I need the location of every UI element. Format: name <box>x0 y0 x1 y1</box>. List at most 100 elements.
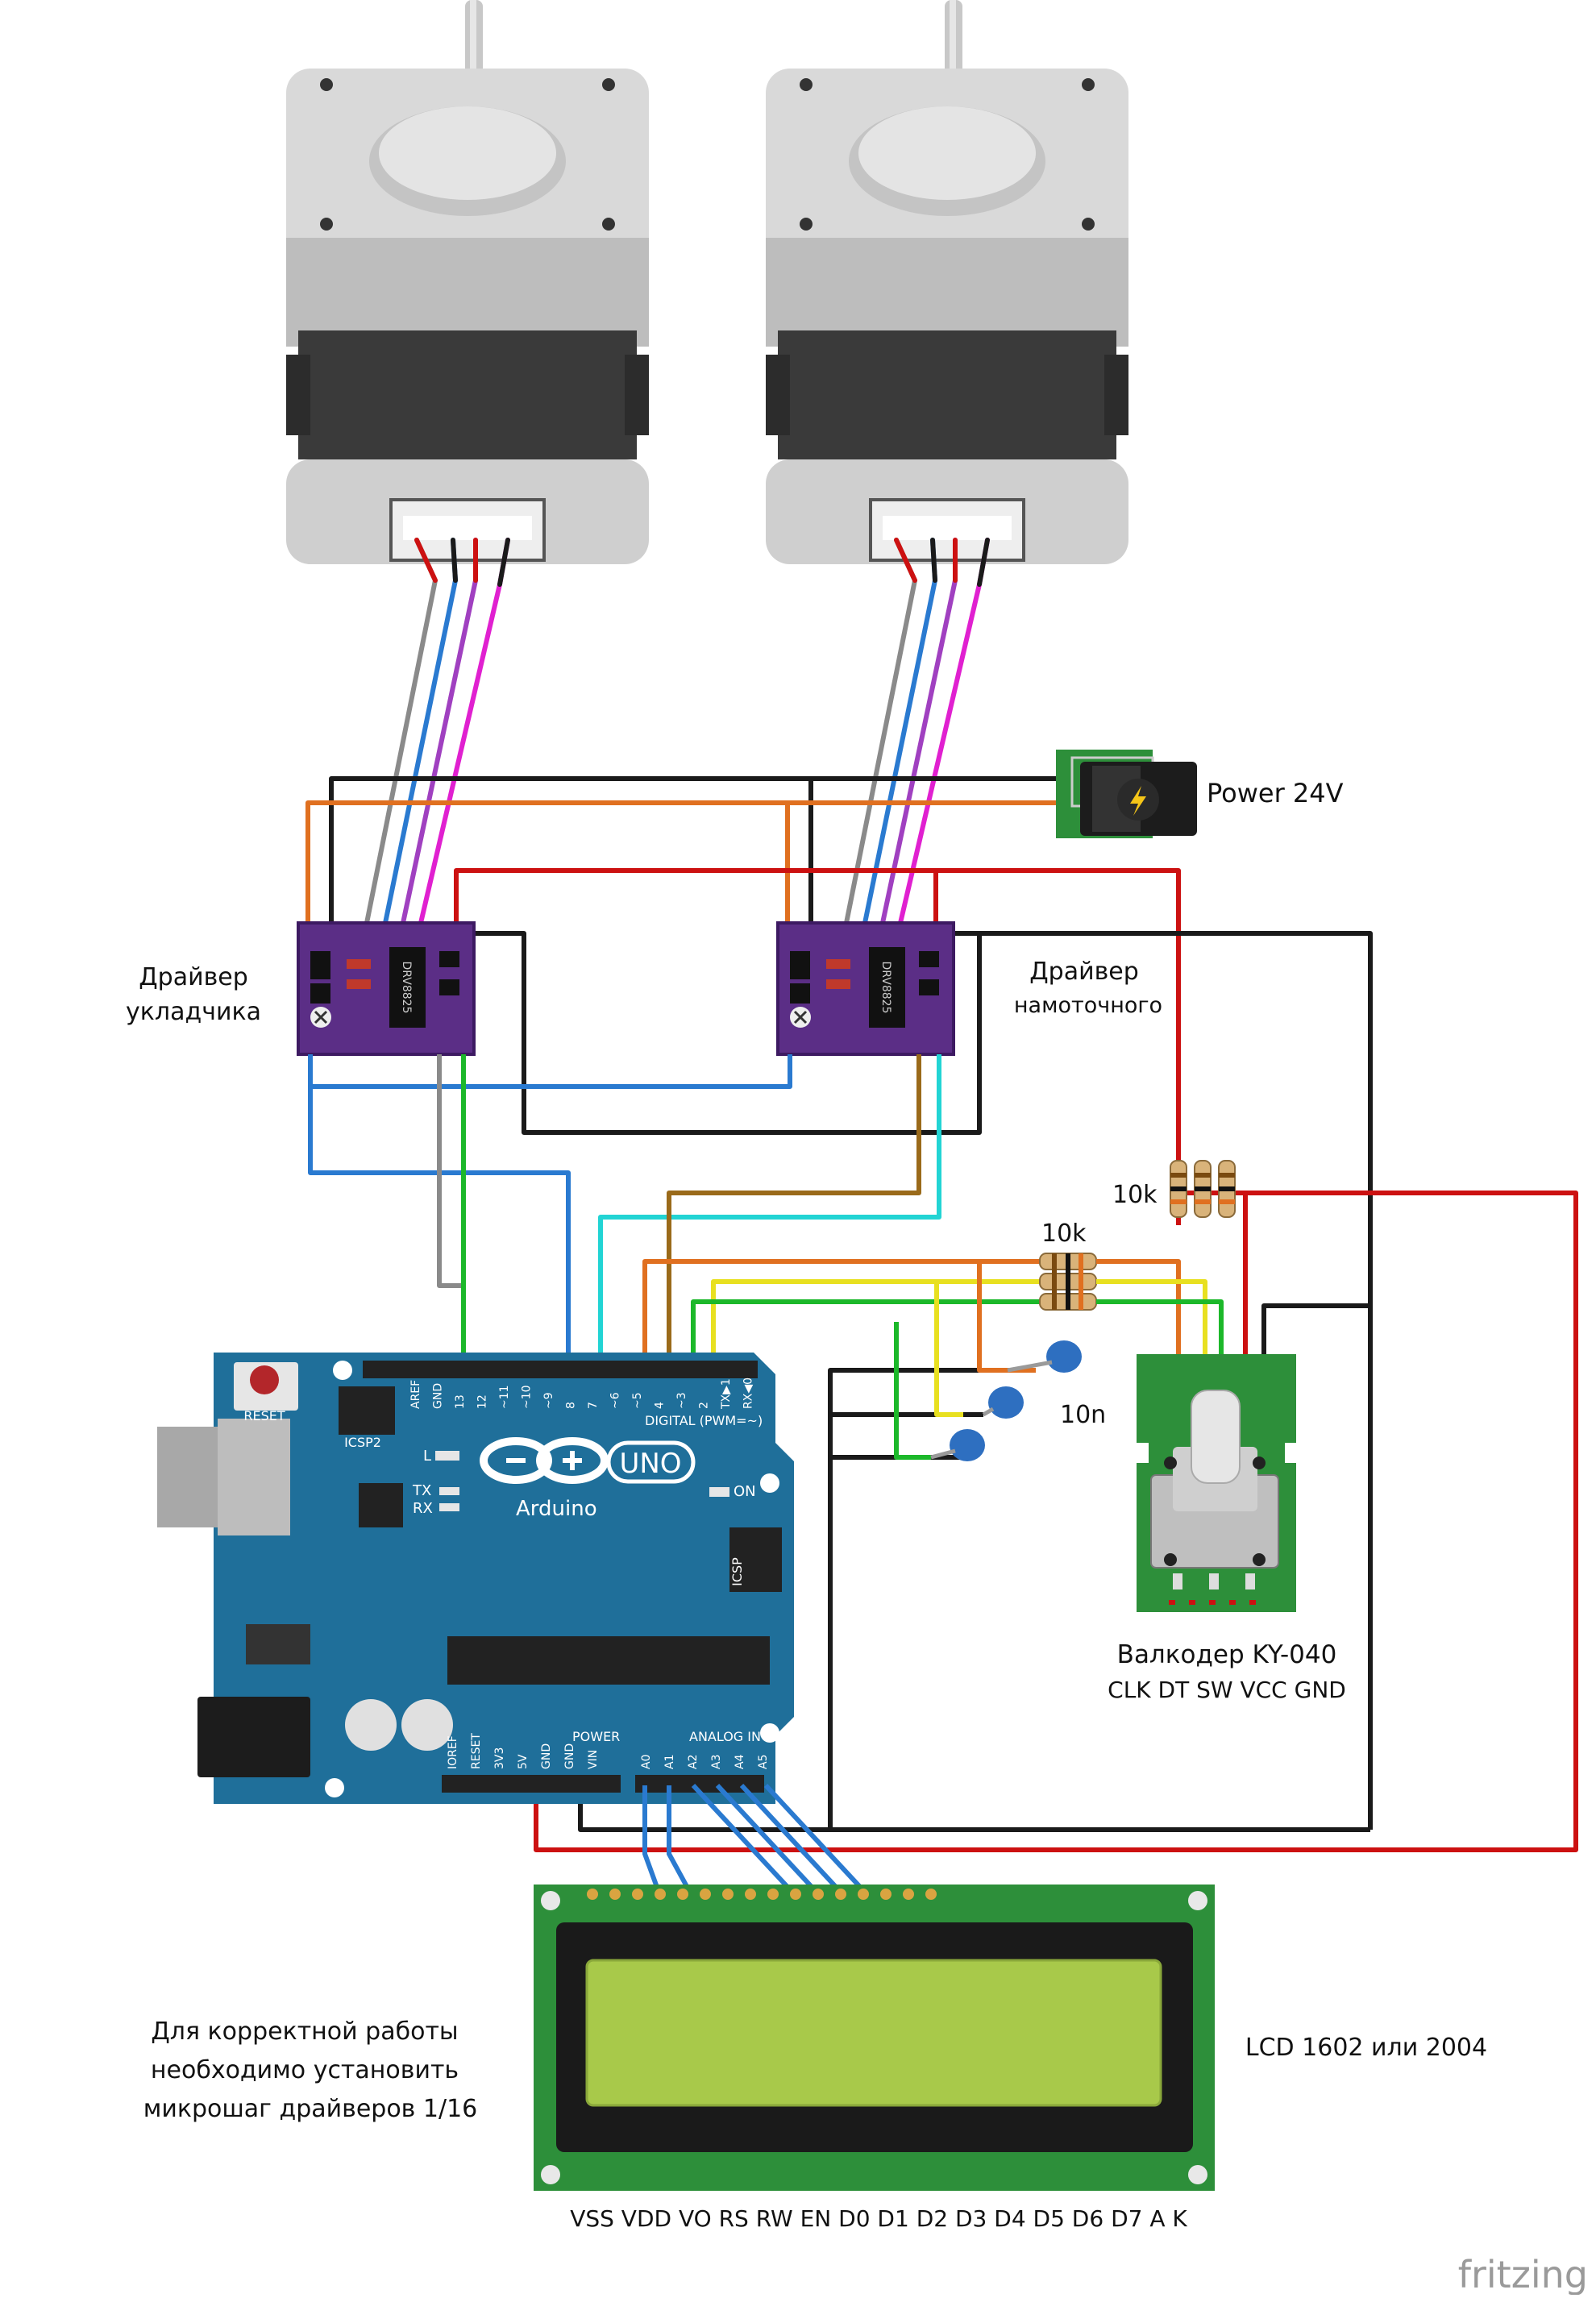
note-line1: Для корректной работы <box>151 2018 458 2046</box>
arduino-power-pin-label-5: GND <box>563 1743 576 1769</box>
lcd-name-label: LCD 1602 или 2004 <box>1245 2034 1487 2062</box>
arduino-top-pin-label-4: ~11 <box>498 1385 511 1409</box>
resistors-vertical <box>1170 1160 1236 1218</box>
arduino-top-pin-label-9: ~6 <box>609 1392 622 1409</box>
arduino-top-pin-label-0: AREF <box>409 1380 422 1409</box>
lcd-pin-6 <box>722 1889 734 1900</box>
lcd-pin-15 <box>925 1889 937 1900</box>
arduino-power-pin-label-6: VIN <box>587 1750 600 1769</box>
encoder-board <box>1137 1354 1297 1612</box>
motor-wires-left <box>364 538 510 925</box>
reset-button-icon <box>250 1365 279 1394</box>
power-jack <box>1056 750 1197 838</box>
arduino-top-pin-label-10: ~5 <box>631 1392 644 1409</box>
arduino-labels: RESET ICSP2 DIGITAL (PWM=~) ANALOG IN PO… <box>243 1378 770 1769</box>
resistor-top-label: 10k <box>1112 1181 1158 1209</box>
arduino-top-pin-label-14: TX▶1 <box>720 1378 733 1410</box>
lcd-pins-label: VSS VDD VO RS RW EN D0 D1 D2 D3 D4 D5 D6… <box>570 2205 1187 2232</box>
arduino-power-label: POWER <box>572 1729 620 1744</box>
lcd-pin-4 <box>677 1889 688 1900</box>
note-line2: необходимо установить <box>151 2056 459 2084</box>
lcd-wires <box>642 1783 873 1901</box>
lcd-module <box>534 1885 1215 2191</box>
resistors-horizontal <box>1039 1253 1097 1311</box>
arduino-logo-text: Arduino <box>516 1497 597 1521</box>
driver-left-chip-label: DRV8825 <box>400 962 413 1014</box>
encoder-pins-label: CLK DT SW VCC GND <box>1108 1677 1346 1703</box>
lcd-pin-0 <box>587 1889 598 1900</box>
arduino-top-pin-label-12: ~3 <box>675 1392 688 1409</box>
note-line3: микрошаг драйверов 1/16 <box>143 2095 478 2123</box>
arduino-icsp-label: ICSP <box>729 1557 745 1586</box>
power-bolt-icon <box>1130 786 1146 816</box>
arduino-analog-pin-labels: A0 A1 A2 A3 A4 A5 <box>640 1754 770 1769</box>
fritzing-brand: fritzing <box>1458 2253 1588 2295</box>
arduino-top-pin-label-8: 7 <box>587 1402 600 1409</box>
arduino-analog-pin-label-4: A4 <box>734 1754 746 1769</box>
arduino-uno <box>157 1353 794 1804</box>
arduino-top-pin-label-15: RX◀0 <box>742 1378 755 1409</box>
driver-right-chip-label: DRV8825 <box>879 962 892 1014</box>
lcd-pin-3 <box>655 1889 666 1900</box>
lcd-pin-7 <box>745 1889 756 1900</box>
arduino-power-pin-labels: IOREF RESET 3V3 5V GND GND VIN <box>447 1733 600 1769</box>
capacitors <box>930 1340 1082 1461</box>
arduino-analog-pin-label-0: A0 <box>640 1755 653 1769</box>
arduino-icsp2-label: ICSP2 <box>344 1435 381 1450</box>
arduino-power-pin-label-4: GND <box>540 1743 553 1769</box>
lcd-pin-14 <box>903 1889 914 1900</box>
driver-left-label-line2: укладчика <box>126 998 261 1026</box>
arduino-top-pin-label-1: GND <box>432 1383 445 1409</box>
arduino-reset-label: RESET <box>243 1408 285 1423</box>
arduino-power-pin-label-3: 5V <box>517 1754 530 1769</box>
arduino-rx-label: RX <box>413 1500 433 1517</box>
lcd-pin-2 <box>632 1889 643 1900</box>
encoder-name-label: Валкодер KY-040 <box>1117 1640 1337 1669</box>
arduino-digital-label: DIGITAL (PWM=~) <box>645 1413 763 1428</box>
arduino-top-pin-label-13: 2 <box>698 1402 711 1409</box>
arduino-top-pin-label-5: ~10 <box>521 1385 534 1409</box>
annotation-labels: Power 24V Драйвер укладчика Драйвер намо… <box>126 778 1588 2296</box>
arduino-analog-pin-label-5: A5 <box>757 1755 770 1769</box>
arduino-top-pin-label-3: 12 <box>476 1394 489 1409</box>
driver-left-label-line1: Драйвер <box>139 963 248 991</box>
arduino-top-pin-labels: AREF GND 13 12 ~11 ~10 ~9 8 7 ~6 ~5 4 ~3 2 TX▶1 RX◀0 <box>409 1378 755 1410</box>
arduino-analog-pin-label-1: A1 <box>663 1755 676 1769</box>
lcd-pin-12 <box>858 1889 869 1900</box>
lcd-pin-5 <box>700 1889 711 1900</box>
motor-wires-right <box>844 538 990 925</box>
lcd-pin-13 <box>880 1889 892 1900</box>
lcd-pin-1 <box>609 1889 621 1900</box>
arduino-on-label: ON <box>734 1483 756 1500</box>
capacitor-label: 10n <box>1060 1401 1106 1429</box>
power-label: Power 24V <box>1207 778 1344 808</box>
driver-left: DRV8825 <box>297 921 476 1056</box>
arduino-model: UNO <box>619 1448 681 1480</box>
resistor-mid-label: 10k <box>1041 1220 1087 1248</box>
arduino-top-pin-label-2: 13 <box>454 1394 467 1409</box>
lcd-pin-11 <box>835 1889 846 1900</box>
arduino-top-pin-label-11: 4 <box>654 1402 667 1409</box>
lcd-pin-header <box>587 1889 937 1900</box>
driver-right-label-line1: Драйвер <box>1029 958 1139 986</box>
arduino-top-pin-label-7: 8 <box>565 1402 578 1409</box>
arduino-analog-pin-label-3: A3 <box>710 1755 723 1769</box>
lcd-pin-8 <box>767 1889 779 1900</box>
arduino-analog-label: ANALOG IN <box>689 1729 761 1744</box>
arduino-analog-pin-label-2: A2 <box>687 1755 700 1769</box>
arduino-power-pin-label-0: IOREF <box>447 1735 459 1769</box>
resistor-leads <box>1096 1259 1221 1304</box>
driver-right-label-line2: намоточного <box>1014 993 1162 1018</box>
arduino-top-pin-label-6: ~9 <box>542 1392 555 1409</box>
stepper-motor-left <box>286 0 649 564</box>
stepper-motor-right <box>766 0 1128 564</box>
arduino-tx-label: TX <box>412 1482 431 1499</box>
arduino-l-label: L <box>423 1448 431 1465</box>
driver-right: DRV8825 <box>776 921 955 1056</box>
lcd-pin-10 <box>813 1889 824 1900</box>
arduino-power-pin-label-1: RESET <box>470 1733 483 1769</box>
lcd-pin-9 <box>790 1889 801 1900</box>
arduino-power-pin-label-2: 3V3 <box>493 1747 506 1769</box>
